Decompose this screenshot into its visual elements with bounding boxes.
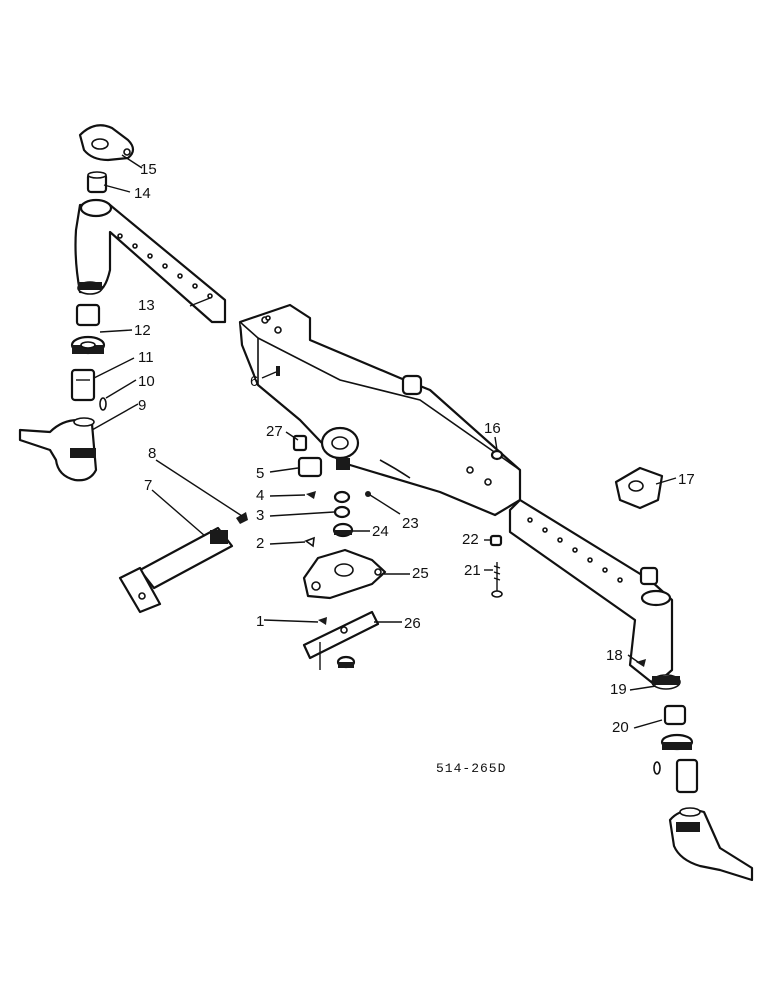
center-axle-beam — [238, 303, 522, 517]
nut-16 — [490, 449, 504, 461]
bushing-top-right — [639, 566, 659, 586]
fitting-18 — [636, 659, 646, 667]
top-pivot-bushing — [401, 374, 423, 396]
bushing-5 — [297, 456, 323, 478]
callout-16: 16 — [484, 420, 501, 437]
thrust-washer-24 — [332, 522, 354, 538]
callout-labels: 15 14 13 12 11 10 9 8 7 6 27 5 4 3 2 24 … — [134, 161, 695, 736]
steering-arm-17 — [614, 466, 664, 510]
callout-20: 20 — [612, 719, 629, 736]
pivot-boss — [320, 426, 360, 470]
callout-26: 26 — [404, 615, 421, 632]
left-key-10 — [99, 397, 107, 411]
callout-23: 23 — [402, 515, 419, 532]
callout-22: 22 — [462, 531, 479, 548]
left-spindle-knuckle — [18, 417, 98, 482]
grease-fitting-8 — [236, 512, 248, 524]
nut-22 — [489, 534, 503, 547]
right-axle-extension — [508, 498, 681, 690]
callout-1: 1 — [256, 613, 264, 630]
callout-17: 17 — [678, 471, 695, 488]
callout-21: 21 — [464, 562, 481, 579]
left-axle-extension — [74, 198, 227, 324]
callout-15: 15 — [140, 161, 157, 178]
plate-26 — [302, 610, 380, 670]
drawing-reference-code: 514-265D — [436, 761, 506, 776]
washer-3 — [333, 490, 351, 519]
callout-7: 7 — [144, 477, 152, 494]
fitting-4 — [306, 491, 316, 499]
callout-11: 11 — [138, 349, 154, 366]
left-bushing-11 — [70, 368, 96, 402]
callout-6: 6 — [250, 373, 258, 390]
fitting-2 — [304, 536, 315, 548]
bolt-21 — [491, 562, 503, 598]
callout-12: 12 — [134, 322, 151, 339]
callout-27: 27 — [266, 423, 283, 440]
callout-3: 3 — [256, 507, 264, 524]
callout-2: 2 — [256, 535, 264, 552]
callout-18: 18 — [606, 647, 623, 664]
callout-9: 9 — [138, 397, 146, 414]
pivot-pin-7 — [118, 526, 234, 614]
callout-25: 25 — [412, 565, 429, 582]
left-bushing-12 — [75, 303, 101, 327]
pivot-bracket-25 — [302, 548, 387, 600]
right-thrust-bearing — [660, 733, 694, 751]
callout-14: 14 — [134, 185, 151, 202]
left-steering-arm — [78, 124, 135, 162]
right-key — [653, 761, 661, 775]
pin-1 — [318, 617, 327, 625]
leader-lines — [91, 154, 677, 729]
callout-5: 5 — [256, 465, 264, 482]
callout-24: 24 — [372, 523, 389, 540]
bushing-20 — [663, 704, 687, 726]
callout-8: 8 — [148, 445, 156, 462]
callout-13: 13 — [138, 297, 155, 314]
right-spindle-knuckle — [668, 807, 754, 882]
callout-19: 19 — [610, 681, 627, 698]
callout-10: 10 — [138, 373, 155, 390]
right-bushing — [675, 758, 699, 794]
left-thrust-bearing — [70, 335, 106, 355]
callout-4: 4 — [256, 487, 264, 504]
left-bushing-top — [86, 171, 108, 194]
fitting-23 — [365, 491, 371, 497]
